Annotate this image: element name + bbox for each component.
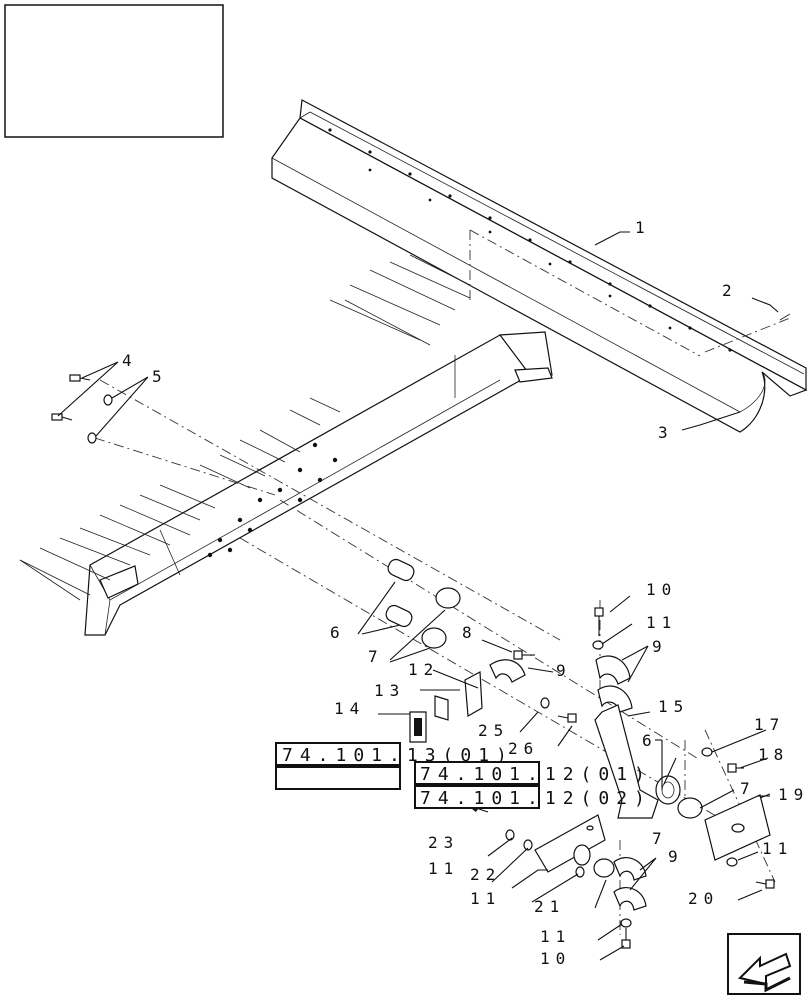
callout-11-a: 11 [646,613,677,632]
bolt-10-b [621,928,631,949]
callout-2: 2 [722,281,738,300]
callout-9-a: 9 [556,661,572,680]
bolt-4-a [69,374,91,382]
callout-12: 12 [408,660,439,679]
callout-19: 19 [778,785,808,804]
callout-11-c: 11 [428,859,459,878]
bracket-15 [594,704,681,819]
shield-assembly [271,99,808,433]
plate-22 [534,814,606,873]
callout-4: 4 [122,351,138,370]
bolt-20 [755,879,775,889]
callout-14: 14 [334,699,365,718]
callout-5: 5 [152,367,168,386]
reference-1-text: 74.101.13(01) [282,745,514,766]
callout-26: 26 [508,739,539,758]
callout-10-a: 10 [646,580,677,599]
reference-box-3[interactable]: 74.101.12(02) [414,785,652,809]
callout-6-b: 6 [642,731,658,750]
callout-7-a: 7 [368,647,384,666]
reference-3-text: 74.101.12(02) [420,788,652,809]
bushing-6-b [385,604,413,628]
callout-9-c: 9 [668,847,684,866]
plate-19 [704,794,771,861]
callout-20: 20 [688,889,719,908]
callout-10-b: 10 [540,949,571,968]
callout-3: 3 [658,423,674,442]
callout-8: 8 [462,623,478,642]
bolt-10-a [594,607,604,636]
reference-box-2[interactable]: 74.101.12(01) [275,761,652,790]
callout-25: 25 [478,721,509,740]
frame-beam [19,254,553,636]
callout-11-d: 11 [470,889,501,908]
callout-23: 23 [428,833,459,852]
previous-page-arrow-icon[interactable] [727,933,801,995]
callout-18: 18 [758,745,789,764]
callout-labels: 1 2 3 4 5 6 7 8 9 12 13 14 25 26 10 11 9… [122,218,808,968]
callout-13: 13 [374,681,405,700]
callout-15: 15 [658,697,689,716]
callout-21: 21 [534,897,565,916]
callout-1: 1 [635,218,651,237]
reference-2-text: 74.101.12(01) [420,764,652,785]
callout-9-b: 9 [652,637,668,656]
callout-7-c: 7 [652,829,668,848]
callout-7-b: 7 [740,779,756,798]
callout-11-e: 11 [540,927,571,946]
title-box [4,4,224,138]
bolt-8 [513,650,535,660]
callout-6-a: 6 [330,623,346,642]
bushing-6-a [387,558,415,582]
callout-22: 22 [470,865,501,884]
bolt-26 [557,713,577,723]
callout-17: 17 [754,715,785,734]
callout-11-b: 11 [762,839,793,858]
reference-box-1[interactable]: 74.101.13(01) [275,742,514,766]
bolt-4-b [51,413,73,421]
